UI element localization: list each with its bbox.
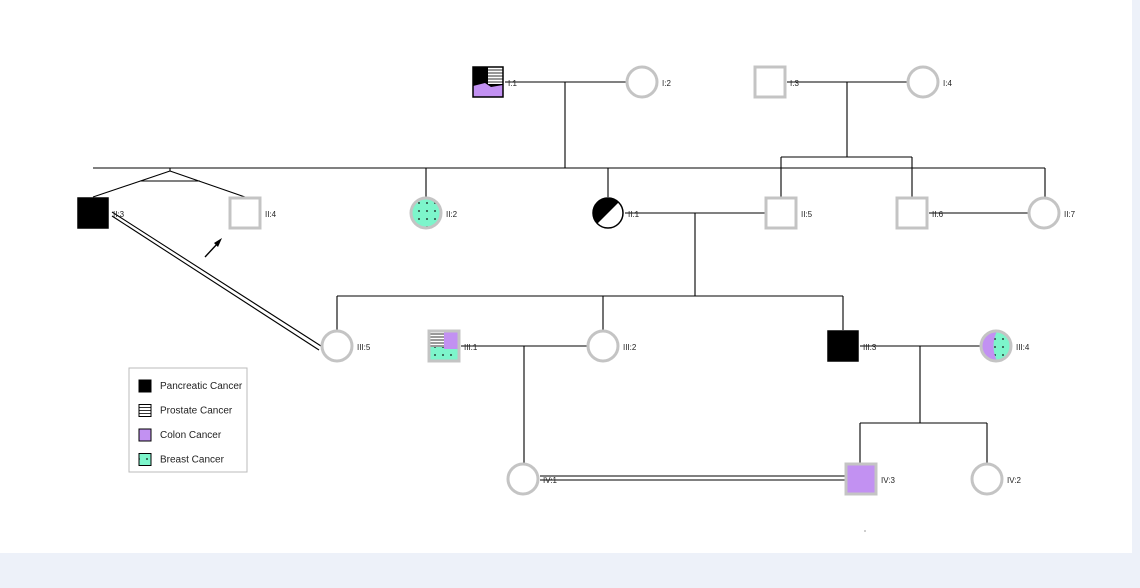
male-square (764, 196, 798, 230)
individual-label: IV:3 (881, 476, 895, 485)
individual-label: I:3 (790, 79, 799, 88)
female-circle (409, 196, 443, 230)
symbol-fill (473, 67, 503, 97)
symbol-fill (766, 198, 796, 228)
female-circle (592, 197, 624, 229)
male-square (472, 66, 504, 98)
pedigree-chart: I:1 I:2 I:3 I:4II:3 II:4 II:2 II:1 II:5 II:6 II:7… (77, 65, 1076, 532)
individual-label: II:4 (265, 210, 277, 219)
female-circle (979, 329, 1013, 363)
individual-label: II:1 (628, 210, 640, 219)
female-circle (586, 329, 620, 363)
individual-ii-4[interactable]: II:4 (228, 196, 277, 230)
individual-label: I:1 (508, 79, 517, 88)
individual-label: IV:2 (1007, 476, 1021, 485)
female-circle (506, 462, 540, 496)
individual-iii-2[interactable]: III:2 (586, 329, 637, 363)
individual-label: I:4 (943, 79, 952, 88)
consanguinity-line (111, 211, 322, 347)
individual-iii-1[interactable]: III:1 (427, 329, 478, 363)
individual-ii-1[interactable]: II:1 (592, 197, 640, 229)
individual-iii-4[interactable]: III:4 (979, 329, 1030, 363)
male-square (77, 197, 109, 229)
legend-item-colon: Colon Cancer (138, 428, 222, 442)
twin-branch (169, 170, 246, 198)
individual-label: III:2 (623, 343, 637, 352)
legend-label: Prostate Cancer (160, 406, 233, 417)
male-square (427, 329, 461, 363)
consanguinity-line (111, 215, 320, 351)
individuals-layer: I:1 I:2 I:3 I:4II:3 II:4 II:2 II:1 II:5 II:6 II:7… (77, 65, 1076, 496)
female-circle (1027, 196, 1061, 230)
relationship-lines (92, 81, 1046, 481)
individual-iii-3[interactable]: III:3 (827, 330, 877, 362)
individual-iv-3[interactable]: IV:3 (844, 462, 895, 496)
legend-swatch (138, 428, 152, 442)
male-square (827, 330, 859, 362)
symbol-fill (846, 464, 876, 494)
symbol-fill (828, 331, 858, 361)
individual-label: III:4 (1016, 343, 1030, 352)
individual-iii-5[interactable]: III:5 (320, 329, 371, 363)
individual-label: II:3 (113, 210, 125, 219)
legend-label: Pancreatic Cancer (160, 381, 243, 392)
legend-swatch (138, 453, 152, 466)
individual-iv-2[interactable]: IV:2 (970, 462, 1021, 496)
male-square (895, 196, 929, 230)
individual-label: III:5 (357, 343, 371, 352)
individual-i-3[interactable]: I:3 (753, 65, 799, 99)
individual-ii-3[interactable]: II:3 (77, 197, 125, 229)
individual-label: IV:1 (543, 476, 557, 485)
legend-item-pancreatic: Pancreatic Cancer (138, 379, 243, 393)
symbol-fill (755, 67, 785, 97)
individual-label: III:1 (464, 343, 478, 352)
legend-item-prostate: Prostate Cancer (138, 404, 233, 417)
female-circle (625, 65, 659, 99)
proband-arrow (204, 238, 222, 258)
female-circle (906, 65, 940, 99)
symbol-fill (897, 198, 927, 228)
female-circle (970, 462, 1004, 496)
individual-i-4[interactable]: I:4 (906, 65, 952, 99)
male-square (753, 65, 787, 99)
individual-label: III:3 (863, 343, 877, 352)
individual-ii-5[interactable]: II:5 (764, 196, 813, 230)
twin-branch (92, 170, 171, 198)
individual-i-1[interactable]: I:1 (472, 66, 517, 98)
individual-ii-7[interactable]: II:7 (1027, 196, 1076, 230)
individual-ii-2[interactable]: II:2 (409, 196, 458, 230)
legend-label: Breast Cancer (160, 455, 225, 466)
symbol-fill (230, 198, 260, 228)
individual-iv-1[interactable]: IV:1 (506, 462, 557, 496)
individual-label: II:2 (446, 210, 458, 219)
individual-ii-6[interactable]: II:6 (895, 196, 944, 230)
legend-item-breast: Breast Cancer (138, 453, 225, 466)
legend-swatch (138, 404, 152, 417)
individual-label: I:2 (662, 79, 671, 88)
male-square (844, 462, 878, 496)
male-square (228, 196, 262, 230)
individual-i-2[interactable]: I:2 (625, 65, 671, 99)
female-circle (320, 329, 354, 363)
symbol-fill (78, 198, 108, 228)
legend-swatch (138, 379, 152, 393)
symbol-fill (593, 198, 623, 228)
symbol-fill (429, 331, 459, 361)
legend-label: Colon Cancer (160, 430, 222, 441)
stray-dot (864, 530, 866, 532)
individual-label: II:6 (932, 210, 944, 219)
individual-label: II:5 (801, 210, 813, 219)
individual-label: II:7 (1064, 210, 1076, 219)
